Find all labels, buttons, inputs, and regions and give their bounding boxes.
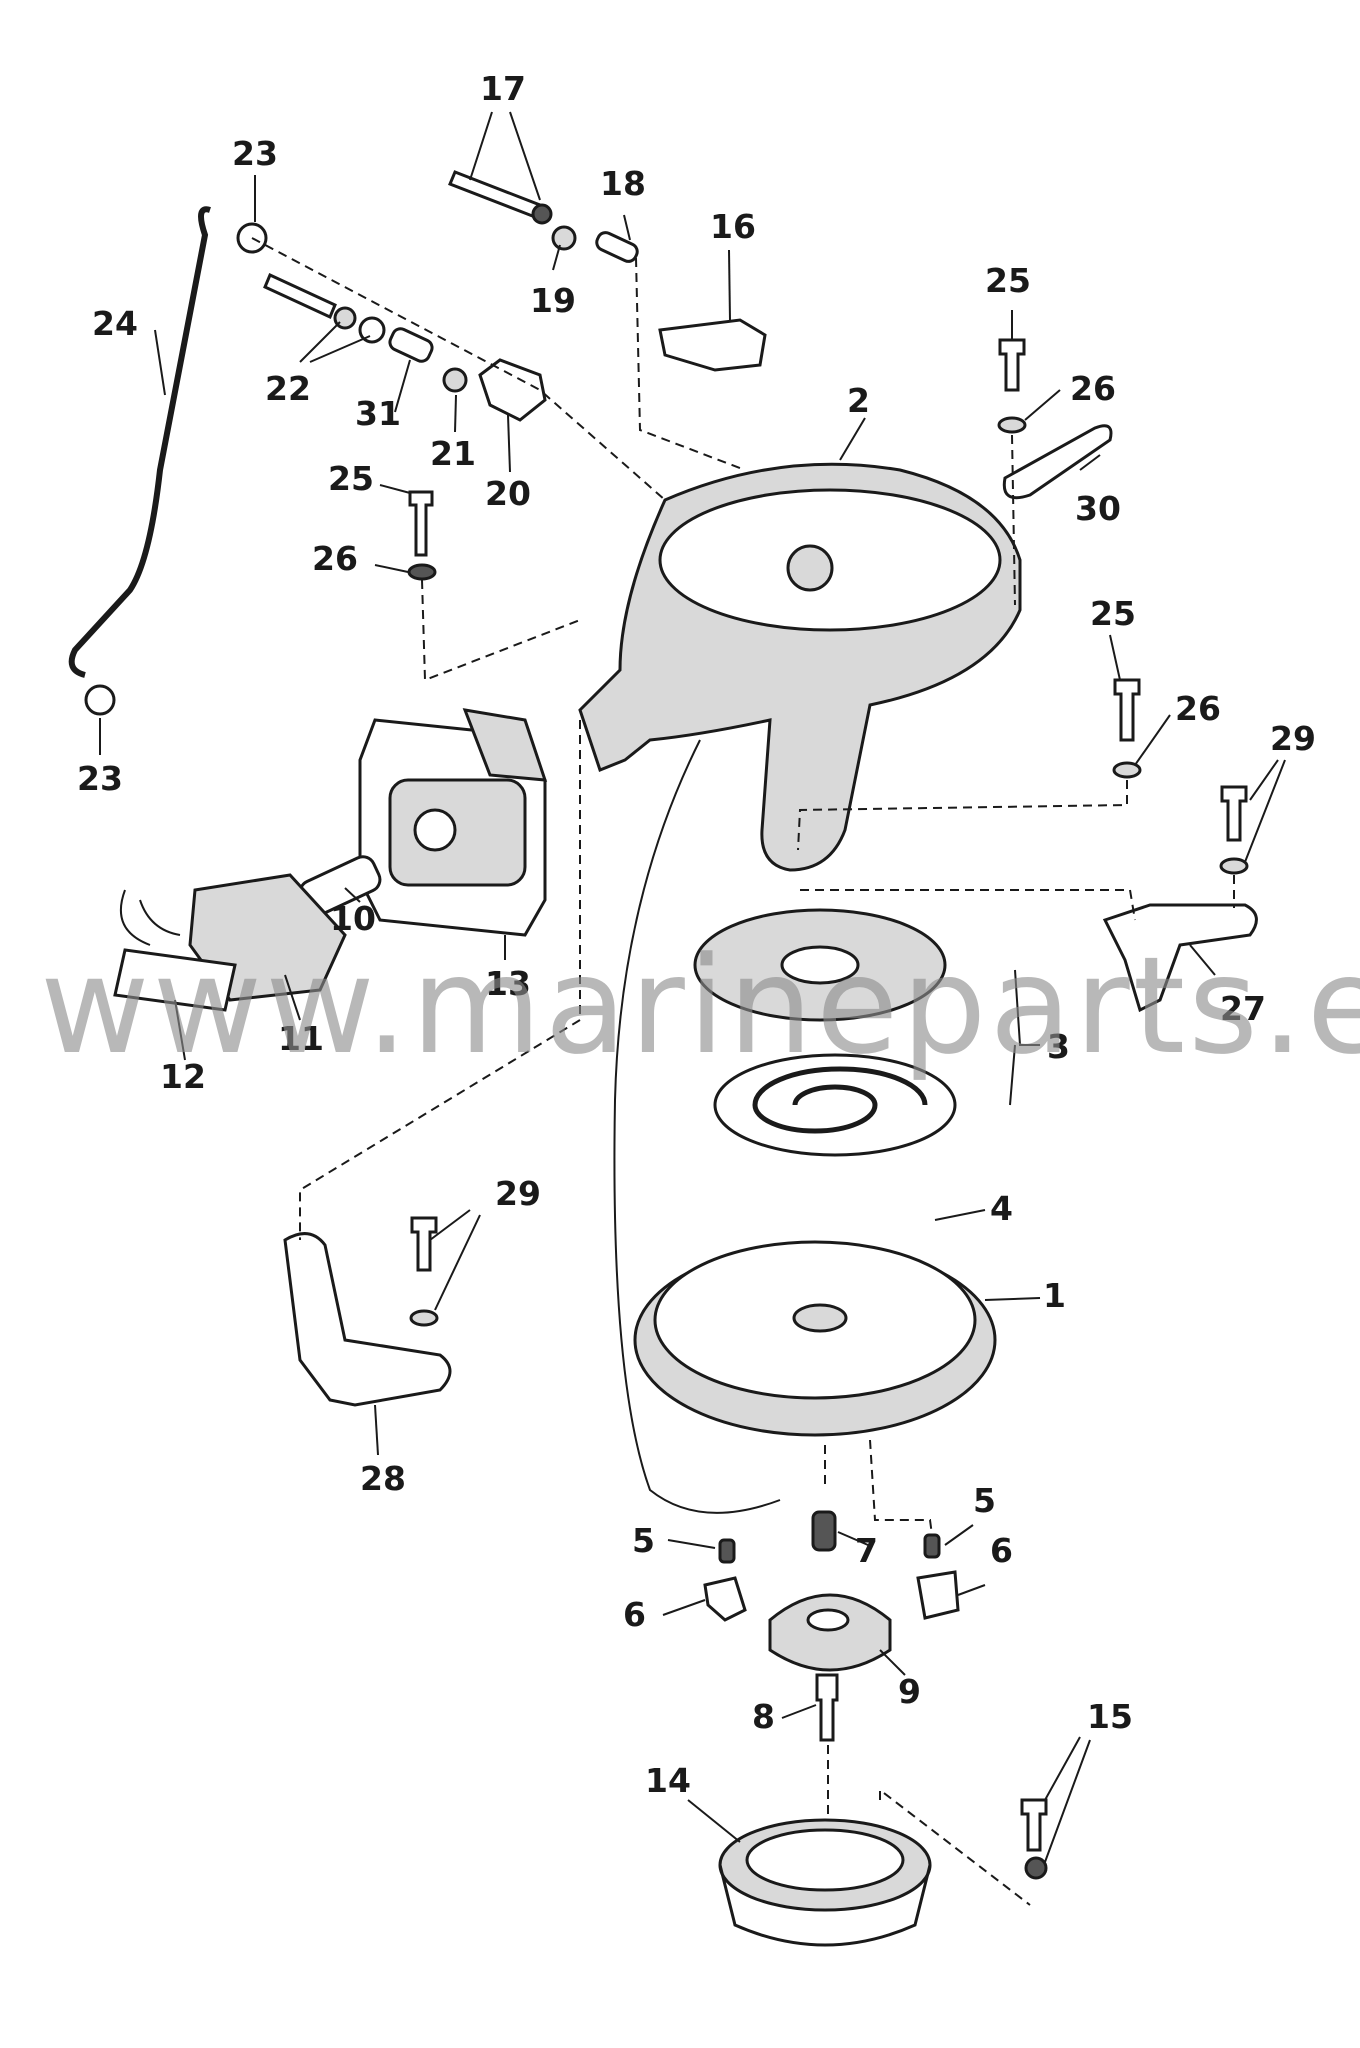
- wire-bracket-part-12: [113, 948, 237, 1012]
- bolt-part-15: [1020, 1798, 1048, 1852]
- nut-part-19: [551, 225, 577, 251]
- callout-labels: 1 2 3 4 5 5 6 6 7 8 9 10 11 12 13 14 15 …: [77, 69, 1316, 1800]
- callout-22: 22: [265, 369, 311, 408]
- housing-center-hub: [786, 544, 834, 592]
- callout-23-bottom: 23: [77, 759, 123, 798]
- bolt-part-29-right: [1220, 785, 1248, 842]
- drive-spring-part-7: [811, 1510, 837, 1552]
- callout-5-right: 5: [973, 1481, 996, 1520]
- callout-28: 28: [360, 1459, 406, 1498]
- callout-6-left: 6: [623, 1595, 646, 1634]
- bracket-part-20: [478, 358, 547, 422]
- center-bolt-part-8: [815, 1673, 839, 1742]
- pawl-spring-part-5-left: [718, 1538, 736, 1564]
- callout-25-top: 25: [985, 261, 1031, 300]
- pawl-part-6-right: [916, 1570, 960, 1620]
- callout-15: 15: [1087, 1697, 1133, 1736]
- washer-part-26-top: [997, 416, 1027, 434]
- washer-part-26-left: [407, 563, 437, 581]
- callout-19: 19: [530, 281, 576, 320]
- starter-cup-inner: [745, 1828, 905, 1892]
- callout-29-left: 29: [495, 1174, 541, 1213]
- link-rod-part: [68, 206, 211, 678]
- switch-guide-block: [462, 708, 548, 782]
- part-shapes: [68, 170, 1258, 1947]
- callout-26-top: 26: [1070, 369, 1116, 408]
- bolt-part-29-left: [410, 1216, 438, 1272]
- callout-25-left: 25: [328, 459, 374, 498]
- callout-18: 18: [600, 164, 646, 203]
- drive-plate-hub: [806, 1608, 850, 1632]
- callout-5-left: 5: [632, 1521, 655, 1560]
- callout-26-right: 26: [1175, 689, 1221, 728]
- assembly-lines: [251, 237, 1235, 1906]
- callout-14: 14: [645, 1761, 691, 1800]
- callout-2: 2: [847, 381, 870, 420]
- callout-31: 31: [355, 394, 401, 433]
- lever-arm-part-30: [1002, 424, 1113, 500]
- callout-23-top: 23: [232, 134, 278, 173]
- callout-10: 10: [330, 899, 376, 938]
- callout-20: 20: [485, 474, 531, 513]
- bolt-part-25-top: [998, 338, 1026, 392]
- starter-rope: [613, 739, 781, 1514]
- bolt-part-25-left: [408, 490, 434, 557]
- watermark-text: www.marineparts.eu: [40, 928, 1360, 1084]
- callout-16: 16: [710, 207, 756, 246]
- callout-9: 9: [898, 1672, 921, 1711]
- callout-7: 7: [855, 1531, 878, 1570]
- washer-part-22b: [358, 316, 386, 344]
- callout-27: 27: [1220, 989, 1266, 1028]
- callout-30: 30: [1075, 489, 1121, 528]
- bolt-part-25-right: [1113, 678, 1141, 742]
- callout-4: 4: [990, 1189, 1013, 1228]
- screw-part-22: [263, 272, 337, 320]
- callout-21: 21: [430, 434, 476, 473]
- washer-part-17: [531, 203, 553, 225]
- washer-part-29-left: [409, 1309, 439, 1327]
- switch-plunger-ring: [413, 808, 457, 852]
- callout-1: 1: [1043, 1276, 1066, 1315]
- clip-part-bottom: [84, 684, 116, 716]
- spacer-part-31: [388, 327, 434, 363]
- washer-part-15: [1024, 1856, 1048, 1880]
- callout-6-right: 6: [990, 1531, 1013, 1570]
- switch-leads: [120, 889, 181, 946]
- callout-29-right: 29: [1270, 719, 1316, 758]
- callout-8: 8: [752, 1697, 775, 1736]
- callout-11: 11: [278, 1019, 324, 1058]
- washer-part-26-right: [1112, 761, 1142, 779]
- callout-13: 13: [485, 964, 531, 1003]
- starter-cup-body: [718, 1864, 932, 1947]
- pawl-part-6-left: [703, 1576, 747, 1622]
- switch-housing-inner: [388, 778, 527, 887]
- spring-cover-hole: [780, 945, 860, 985]
- recoil-spring-coil: [752, 1066, 928, 1134]
- rope-pulley-hub: [792, 1303, 848, 1333]
- washer-part-29-right: [1219, 857, 1249, 875]
- nut-part-21: [442, 367, 468, 393]
- pin-part-18: [595, 231, 639, 263]
- lever-bracket-part-27: [1102, 903, 1258, 1013]
- callout-17: 17: [480, 69, 526, 108]
- callout-26-left: 26: [312, 539, 358, 578]
- screw-part-17: [448, 170, 542, 219]
- leader-lines: [99, 111, 1286, 1863]
- callout-3: 3: [1047, 1027, 1070, 1066]
- callout-25-right: 25: [1090, 594, 1136, 633]
- pawl-spring-part-5-right: [923, 1533, 941, 1559]
- lever-part-16: [658, 318, 767, 372]
- callout-24: 24: [92, 304, 138, 343]
- callout-12: 12: [160, 1057, 206, 1096]
- lever-bracket-part-28: [283, 1232, 452, 1407]
- drive-plate-part-9: [768, 1593, 892, 1672]
